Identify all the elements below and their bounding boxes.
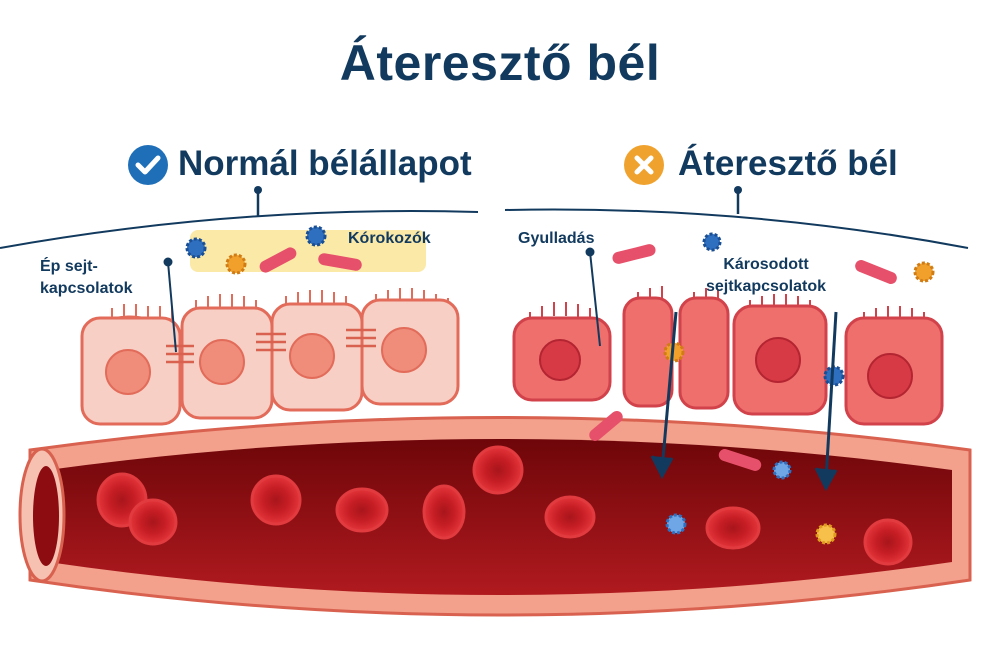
label-inflammation: Gyulladás <box>518 230 595 247</box>
orange-microbe-icon <box>225 253 247 275</box>
red-blood-cells <box>96 445 913 566</box>
healthy-epithelium <box>80 288 460 426</box>
red-blood-cell <box>250 474 302 526</box>
red-blood-cell <box>472 445 524 495</box>
pathogens <box>185 225 935 545</box>
bacterium-icon <box>612 244 656 264</box>
inflamed-cell <box>678 288 730 410</box>
normal-bracket <box>0 210 479 249</box>
inflamed-cell <box>512 302 612 402</box>
inflamed-cell <box>622 286 674 408</box>
inflamed-epithelium <box>512 286 944 426</box>
red-blood-cell <box>705 506 761 550</box>
healthy-cell <box>270 290 364 412</box>
blue-microbe-icon <box>665 513 687 535</box>
leak-arrows <box>650 311 838 492</box>
tight-junctions <box>166 328 376 364</box>
red-blood-cell <box>544 495 596 539</box>
orange-microbe-icon <box>913 261 935 283</box>
blue-microbe-icon <box>702 232 722 252</box>
leak-arrow <box>824 311 838 481</box>
healthy-cell <box>180 294 274 420</box>
blue-microbe-icon <box>185 237 207 259</box>
vessel-left-lumen <box>33 466 59 566</box>
label-intact-junctions: Ép sejt- kapcsolatok <box>40 258 133 297</box>
bacterium-icon <box>589 411 623 441</box>
red-blood-cell <box>335 487 389 533</box>
pathogen-highlight <box>190 230 426 272</box>
bacterium-icon <box>259 247 297 273</box>
leak-arrow-head <box>814 467 838 492</box>
check-circle-icon <box>128 145 168 185</box>
label-damaged-junctions: Károsodott sejtkapcsolatok <box>705 256 827 295</box>
leak-arrow-head <box>650 455 674 480</box>
bacterium-icon <box>855 260 897 284</box>
leak-arrow <box>660 311 678 471</box>
label-pathogens: Kórokozók <box>348 230 431 247</box>
bacterium-icon <box>718 449 762 471</box>
label-leaders <box>163 247 601 353</box>
leaky-bracket <box>504 208 969 249</box>
healthy-cell <box>360 288 460 406</box>
red-blood-cell <box>128 498 178 546</box>
blue-microbe-icon <box>305 225 327 247</box>
orange-microbe-icon <box>815 523 837 545</box>
cross-circle-icon <box>624 145 664 185</box>
bacterium-icon <box>318 253 362 271</box>
red-blood-cell <box>422 484 466 540</box>
heading-leaky-gut: Áteresztő bél <box>678 144 898 183</box>
leaky-bracket-dot <box>734 186 742 194</box>
inflamed-cell <box>844 306 944 426</box>
normal-bracket-dot <box>254 186 262 194</box>
blue-microbe-icon <box>772 460 792 480</box>
page-title: Áteresztő bél <box>339 35 661 91</box>
healthy-cell <box>80 304 182 426</box>
red-blood-cell <box>863 518 913 566</box>
inflamed-cell <box>732 294 828 416</box>
heading-normal-gut: Normál bélállapot <box>178 144 472 183</box>
